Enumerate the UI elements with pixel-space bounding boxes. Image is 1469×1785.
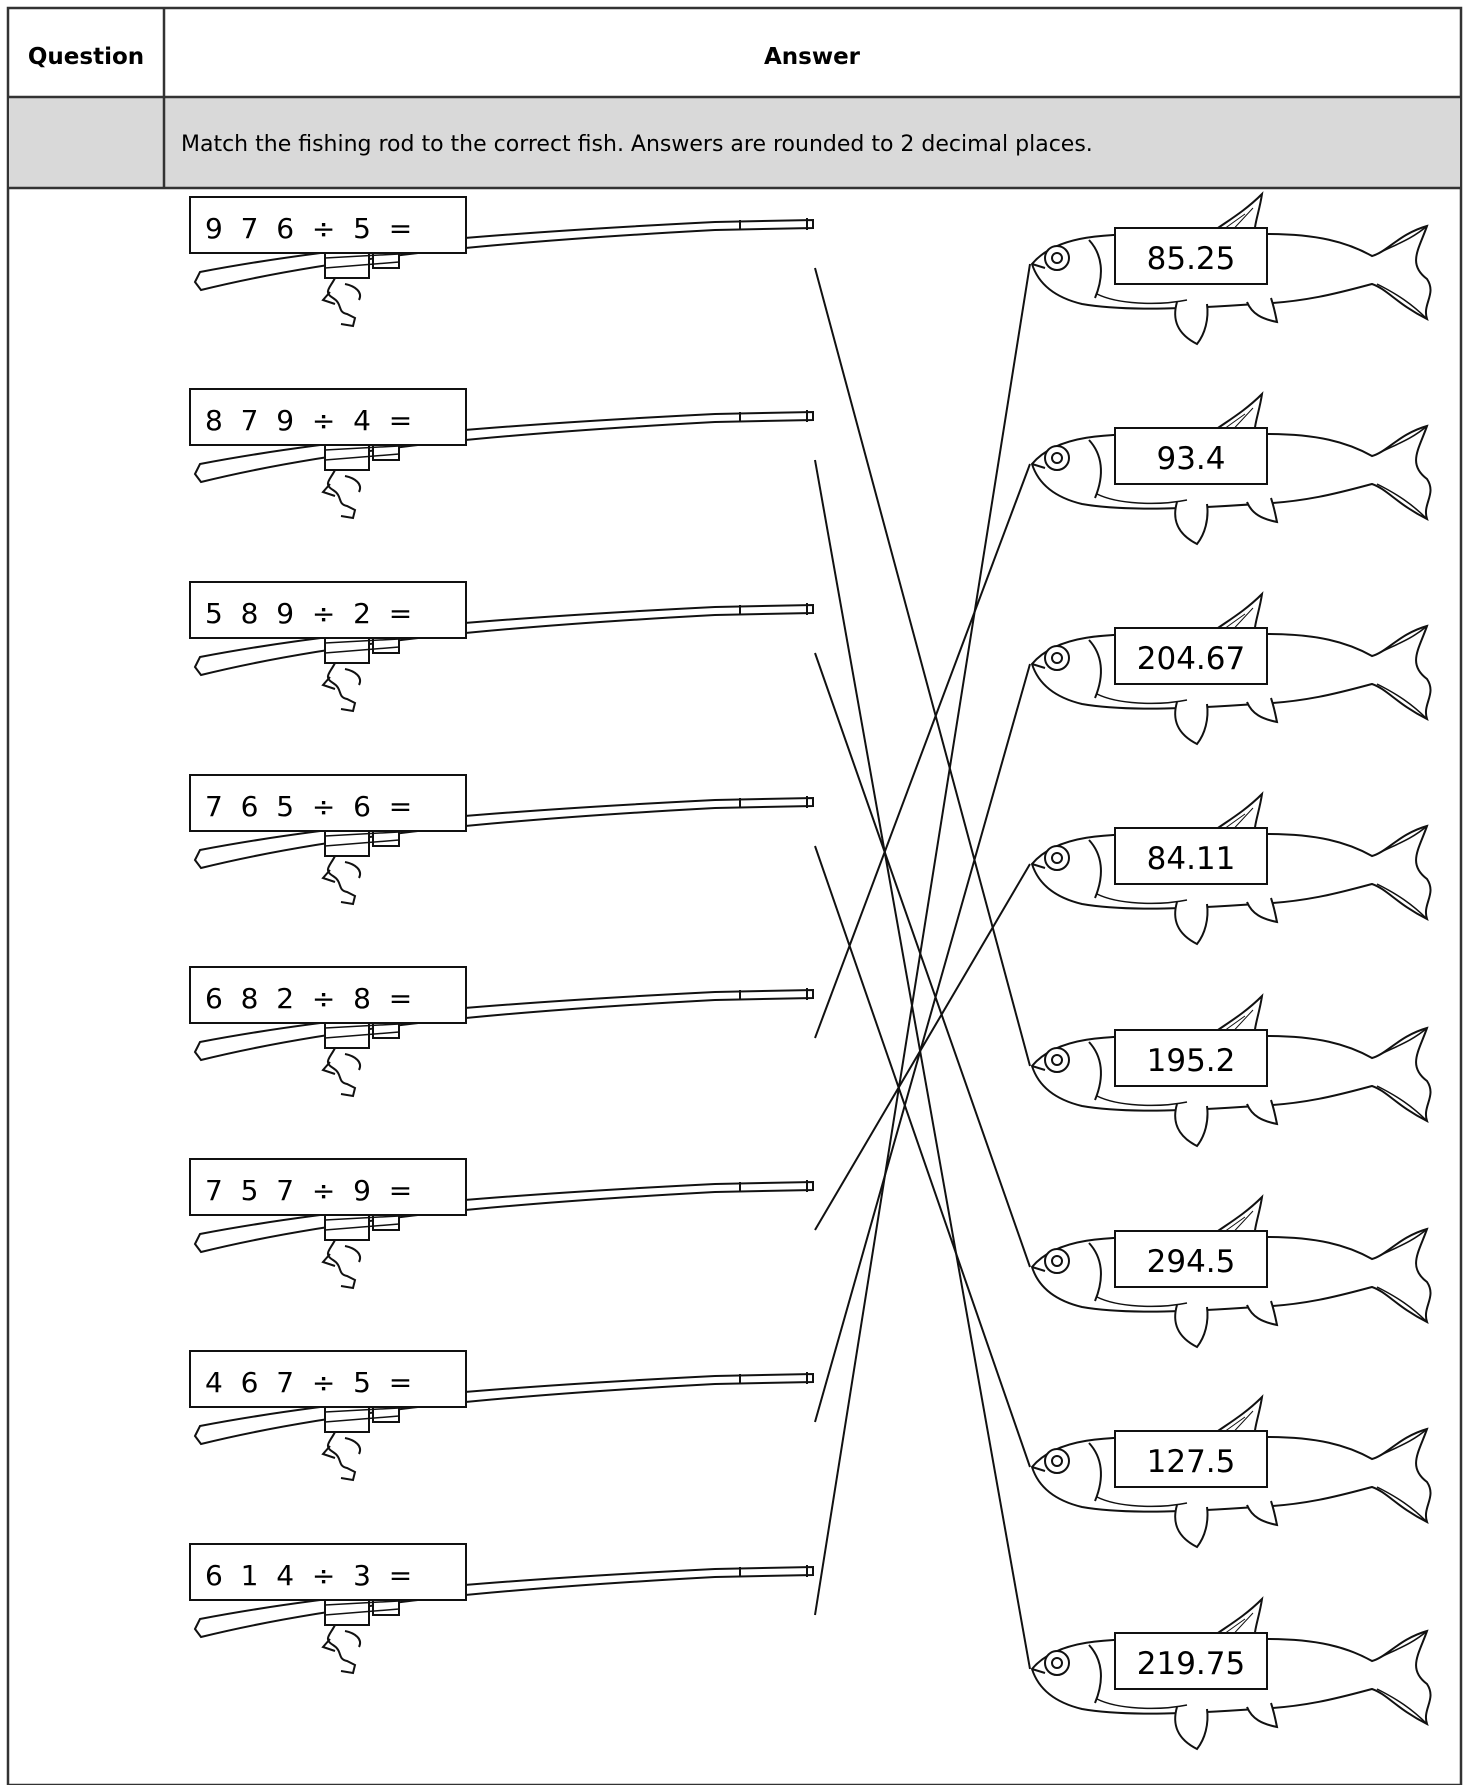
answer-box — [1114, 1029, 1268, 1087]
match-line — [814, 652, 1031, 1268]
answer-box — [1114, 1230, 1268, 1288]
answer-box — [1114, 1430, 1268, 1488]
match-line — [814, 863, 1031, 1231]
match-line — [814, 845, 1031, 1468]
question-label: 7 6 5 ÷ 6 = — [205, 790, 412, 823]
answer-label: 219.75 — [1137, 1646, 1245, 1682]
question-label: 7 5 7 ÷ 9 = — [205, 1174, 412, 1207]
answer-label: 93.4 — [1156, 441, 1225, 477]
answer-box — [1114, 227, 1268, 285]
question-label: 6 1 4 ÷ 3 = — [205, 1559, 412, 1592]
question-label: 6 8 2 ÷ 8 = — [205, 982, 412, 1015]
answer-box — [1114, 627, 1268, 685]
fish-group: 85.25 93.4 204.67 84.11 195.2 294.5 127.5 219.7… — [1031, 193, 1432, 1750]
answer-box — [1114, 1632, 1268, 1690]
question-label: 8 7 9 ÷ 4 = — [205, 404, 412, 437]
match-line — [814, 459, 1031, 1670]
question-box — [189, 196, 467, 254]
question-label: 4 6 7 ÷ 5 = — [205, 1366, 412, 1399]
answer-label: 127.5 — [1147, 1444, 1236, 1480]
question-box — [189, 966, 467, 1024]
answer-box — [1114, 427, 1268, 485]
match-line — [814, 663, 1031, 1423]
question-header: Question — [28, 44, 144, 70]
answer-label: 84.11 — [1147, 841, 1236, 877]
fishing-rods: 9 7 6 ÷ 5 = 8 7 9 ÷ 4 = 5 8 9 ÷ 2 = 7 6 5 ÷… — [189, 196, 814, 1674]
answer-label: 294.5 — [1147, 1244, 1236, 1280]
match-lines — [814, 263, 1031, 1670]
question-box — [189, 388, 467, 446]
answer-label: 195.2 — [1147, 1043, 1236, 1079]
question-box — [189, 1543, 467, 1601]
match-line — [814, 263, 1031, 1616]
table-border — [6, 6, 1463, 1785]
instruction-text: Match the fishing rod to the correct fis… — [181, 132, 1093, 157]
question-box — [189, 1350, 467, 1408]
question-box — [189, 1158, 467, 1216]
question-box — [189, 774, 467, 832]
answer-box — [1114, 827, 1268, 885]
question-label: 9 7 6 ÷ 5 = — [205, 212, 412, 245]
answer-header: Answer — [764, 44, 861, 70]
instruction-row-bg — [9, 97, 1460, 188]
question-label: 5 8 9 ÷ 2 = — [205, 597, 412, 630]
answer-label: 85.25 — [1147, 241, 1236, 277]
question-box — [189, 581, 467, 639]
answer-label: 204.67 — [1137, 641, 1245, 677]
match-line — [814, 267, 1031, 1067]
match-line — [814, 463, 1031, 1039]
